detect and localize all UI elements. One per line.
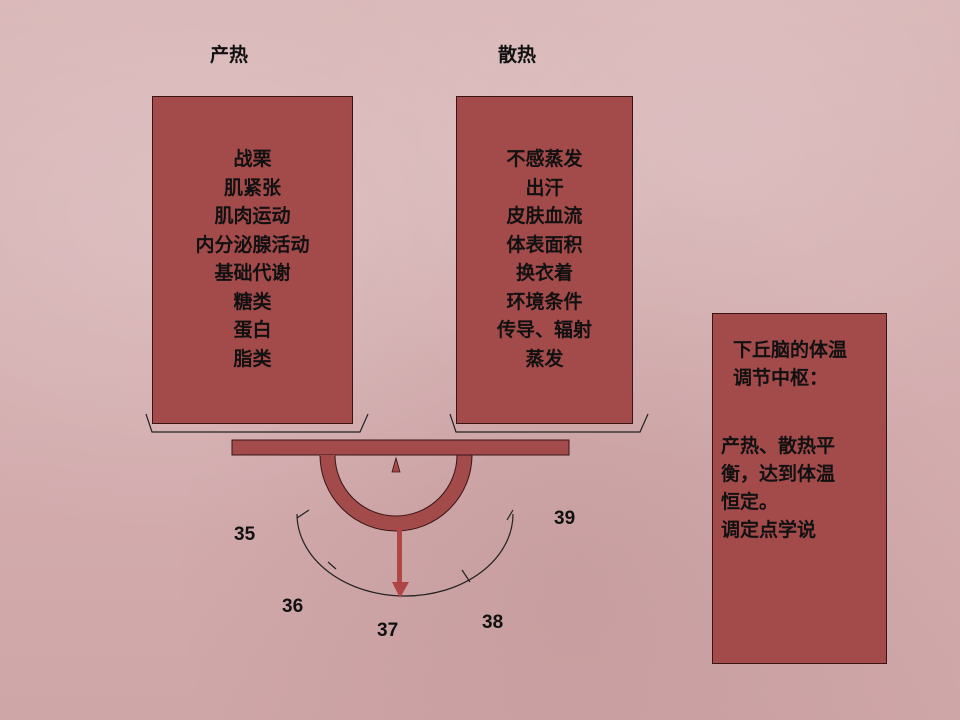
heat-loss-item: 换衣着 [515,262,573,284]
scale-tick [461,569,471,583]
heat-production-item: 内分泌腺活动 [195,233,310,256]
pivot-holder [319,454,473,532]
left-pan-bracket [145,413,369,433]
scale-label-35: 35 [234,524,256,545]
heat-loss-item: 蒸发 [525,347,564,370]
balance-beam [231,439,570,456]
heat-production-item: 肌肉运动 [214,205,291,227]
heat-loss-item: 环境条件 [506,290,583,313]
hypothalamus-box: 下丘脑的体温 调节中枢： 产热、散热平 衡，达到体温 恒定。 调定点学说 [712,313,887,664]
scale-labels: 35 36 37 38 39 [234,508,575,641]
scale-label-38: 38 [482,612,503,633]
scale-ticks [296,509,514,583]
scale-label-39: 39 [554,508,575,529]
scale-tick [506,509,514,521]
heat-production-list: 战栗肌紧张肌肉运动内分泌腺活动基础代谢糖类蛋白脂类 [153,145,352,373]
scale-tick [296,509,310,519]
center-marker [391,456,401,473]
heat-production-item: 基础代谢 [214,262,291,284]
needle-arrowhead [392,582,409,598]
heat-production-item: 糖类 [233,290,272,313]
hypothalamus-body: 产热、散热平 衡，达到体温 恒定。 调定点学说 [721,435,836,541]
heat-loss-box: 不感蒸发出汗皮肤血流体表面积换衣着环境条件传导、辐射蒸发 [456,96,633,424]
heat-loss-heading: 散热 [498,44,537,66]
hypothalamus-title: 下丘脑的体温 调节中枢： [733,339,848,389]
pointer-needle [392,528,409,598]
heat-loss-item: 皮肤血流 [506,205,583,227]
scale-label-37: 37 [377,620,398,641]
needle-shaft [397,528,402,584]
heat-loss-item: 传导、辐射 [496,319,592,341]
scale-label-36: 36 [282,596,303,617]
heat-production-item: 蛋白 [233,319,272,341]
scale-arc [296,513,514,597]
heat-loss-item: 不感蒸发 [506,148,583,170]
heat-loss-item: 出汗 [525,176,564,199]
heat-loss-list: 不感蒸发出汗皮肤血流体表面积换衣着环境条件传导、辐射蒸发 [457,145,632,373]
heat-production-item: 战栗 [233,148,272,170]
scale-tick [327,561,337,570]
heat-production-heading: 产热 [210,44,249,66]
right-pan-bracket [449,413,649,433]
heat-loss-item: 体表面积 [506,233,583,256]
heat-production-box: 战栗肌紧张肌肉运动内分泌腺活动基础代谢糖类蛋白脂类 [152,96,353,424]
heat-production-item: 脂类 [233,347,272,370]
heat-production-item: 肌紧张 [223,176,281,199]
